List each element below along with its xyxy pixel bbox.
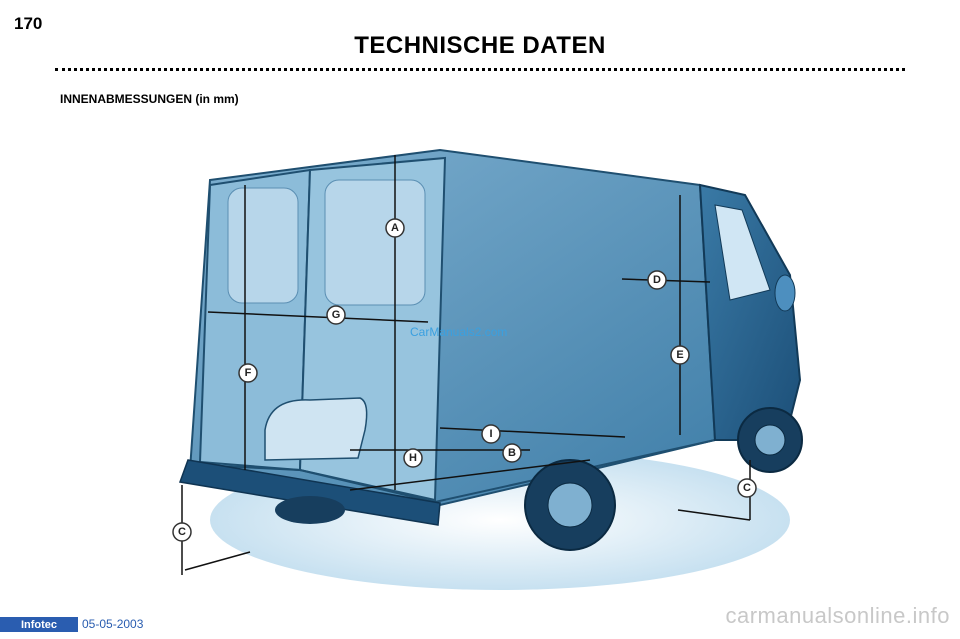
dim-label-g: G — [332, 309, 341, 321]
dotted-divider — [55, 68, 905, 71]
footer-date: 05-05-2003 — [82, 617, 144, 631]
dim-label-a: A — [391, 222, 399, 234]
rear-left-wheel — [275, 496, 345, 524]
page-number: 170 — [14, 14, 43, 33]
side-mirror — [774, 274, 796, 312]
dim-label-e: E — [676, 349, 683, 361]
footer-logo: Infotec — [0, 617, 78, 632]
dim-label-d: D — [653, 274, 661, 286]
dim-label-i: I — [489, 428, 492, 440]
dim-label-f: F — [245, 367, 252, 379]
dim-label-c-right: C — [743, 482, 751, 494]
front-wheel-rim — [754, 424, 786, 456]
cab-window — [714, 204, 771, 301]
watermark: CarManuals2.com — [410, 325, 508, 339]
rear-wheel-rim — [547, 482, 593, 528]
page-title: TECHNISCHE DATEN — [354, 32, 606, 59]
dim-label-c-left: C — [178, 526, 186, 538]
van-cab — [698, 183, 802, 441]
rear-window-right — [324, 179, 426, 306]
dim-label-h: H — [409, 452, 417, 464]
section-subtitle: INNENABMESSUNGEN (in mm) — [60, 92, 239, 106]
footer-site-watermark: carmanualsonline.info — [725, 603, 950, 628]
van-dimensions-illustration: A G F D E I B H C C — [172, 148, 803, 590]
rear-window-left — [227, 187, 299, 304]
dim-label-b: B — [508, 447, 516, 459]
wheel-arch-inner — [264, 397, 368, 461]
